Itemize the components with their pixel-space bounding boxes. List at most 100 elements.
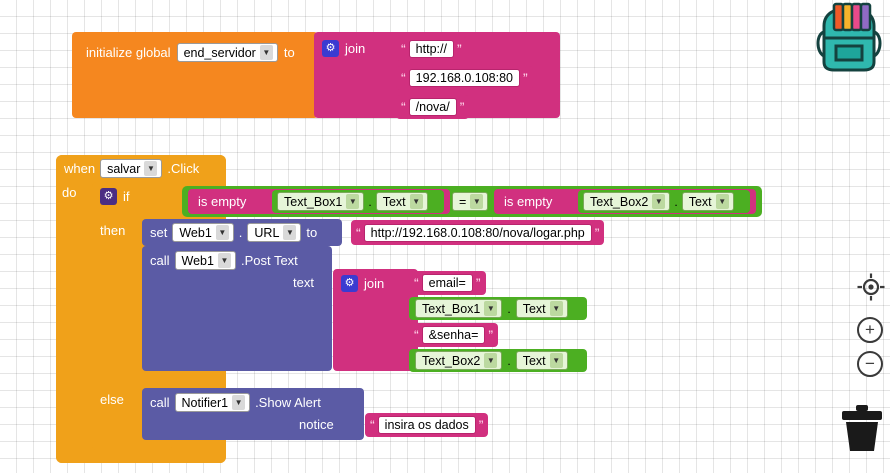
join-block-url[interactable]: ⚙ join “ http:// ” “ 192.168.0.108:80 ” … <box>314 32 560 119</box>
string-value[interactable]: email= <box>421 274 473 292</box>
component-label: Text_Box1 <box>284 194 343 209</box>
property-field[interactable]: Text ▼ <box>681 192 734 211</box>
string-value[interactable]: http:// <box>408 40 454 58</box>
call-component-field[interactable]: Web1 ▼ <box>174 251 236 270</box>
component-label: Text_Box2 <box>422 353 481 368</box>
global-name-field[interactable]: end_servidor ▼ <box>176 43 278 62</box>
chevron-down-icon[interactable]: ▼ <box>217 253 231 268</box>
gear-icon[interactable]: ⚙ <box>341 275 358 292</box>
call-component-field[interactable]: Notifier1 ▼ <box>174 393 251 412</box>
chevron-down-icon[interactable]: ▼ <box>549 353 563 368</box>
gear-icon[interactable]: ⚙ <box>100 188 117 205</box>
string-value[interactable]: /nova/ <box>408 98 457 116</box>
chevron-down-icon[interactable]: ▼ <box>484 353 498 368</box>
dot-separator: . <box>238 225 243 240</box>
string-block-protocol[interactable]: “ http:// ” <box>396 37 467 61</box>
trash-icon[interactable] <box>838 402 886 454</box>
to-keyword: to <box>283 45 295 60</box>
event-component-field[interactable]: salvar ▼ <box>100 159 163 178</box>
backpack-icon[interactable] <box>812 2 886 74</box>
quote-open-icon: “ <box>414 327 419 343</box>
call-show-alert-block[interactable]: call Notifier1 ▼ .Show Alert notice <box>142 388 364 440</box>
component-field[interactable]: Text_Box2 ▼ <box>583 192 671 211</box>
is-empty-block-left[interactable]: is empty Text_Box1 ▼ . Text ▼ <box>188 189 450 214</box>
call-method-label: .Post Text <box>240 253 298 268</box>
string-value[interactable]: http://192.168.0.108:80/nova/logar.php <box>363 223 592 242</box>
chevron-down-icon[interactable]: ▼ <box>549 301 563 316</box>
quote-open-icon: “ <box>356 224 361 241</box>
chevron-down-icon[interactable]: ▼ <box>259 45 273 60</box>
quote-open-icon: “ <box>401 70 406 86</box>
chevron-down-icon[interactable]: ▼ <box>283 225 297 240</box>
call-keyword: call <box>150 395 170 410</box>
when-event-header[interactable]: when salvar ▼ .Click <box>56 155 226 180</box>
component-field[interactable]: Text_Box1 ▼ <box>277 192 365 211</box>
gear-icon[interactable]: ⚙ <box>322 40 339 57</box>
string-value[interactable]: 192.168.0.108:80 <box>408 69 520 87</box>
chevron-down-icon[interactable]: ▼ <box>215 225 229 240</box>
call-post-text-block[interactable]: call Web1 ▼ .Post Text text <box>142 246 332 371</box>
property-field[interactable]: Text ▼ <box>515 299 568 318</box>
set-component-field[interactable]: Web1 ▼ <box>172 223 234 242</box>
getter-block-textbox1-post[interactable]: Text_Box1 ▼ . Text ▼ <box>409 297 587 320</box>
quote-close-icon: ” <box>456 41 462 57</box>
zoom-in-icon[interactable]: + <box>857 317 883 343</box>
center-target-icon[interactable] <box>857 273 885 301</box>
getter-block-textbox2-post[interactable]: Text_Box2 ▼ . Text ▼ <box>409 349 587 372</box>
string-block-alert-message[interactable]: “ insira os dados ” <box>365 413 489 437</box>
do-label: do <box>62 185 77 200</box>
getter-block-textbox2[interactable]: Text_Box2 ▼ . Text ▼ <box>578 190 750 213</box>
global-name-label: end_servidor <box>183 45 256 60</box>
quote-close-icon: ” <box>459 99 465 115</box>
component-field[interactable]: Text_Box1 ▼ <box>415 299 503 318</box>
set-property-label: URL <box>254 225 280 240</box>
comparison-operator-label: = <box>459 194 467 209</box>
set-keyword: set <box>150 225 168 240</box>
comparison-operator-field[interactable]: = ▼ <box>452 192 489 211</box>
arg-label-text: text <box>293 275 314 290</box>
join-block-postbody[interactable]: ⚙ join <box>333 269 418 371</box>
string-value[interactable]: &senha= <box>421 326 486 344</box>
chevron-down-icon[interactable]: ▼ <box>484 301 498 316</box>
property-label: Text <box>688 194 712 209</box>
chevron-down-icon[interactable]: ▼ <box>470 194 484 209</box>
component-field[interactable]: Text_Box2 ▼ <box>415 351 503 370</box>
string-block-host[interactable]: “ 192.168.0.108:80 ” <box>396 66 533 90</box>
string-block-path[interactable]: “ /nova/ ” <box>396 95 470 119</box>
string-block-email-param[interactable]: “ email= ” <box>409 271 486 295</box>
quote-open-icon: “ <box>414 275 419 291</box>
initialize-global-keyword: initialize global <box>86 45 171 60</box>
quote-close-icon: ” <box>594 224 600 241</box>
chevron-down-icon[interactable]: ▼ <box>232 395 246 410</box>
initialize-global-block[interactable]: initialize global end_servidor ▼ to <box>72 32 318 118</box>
is-empty-label: is empty <box>198 194 247 209</box>
chevron-down-icon[interactable]: ▼ <box>715 194 729 209</box>
property-field[interactable]: Text ▼ <box>515 351 568 370</box>
chevron-down-icon[interactable]: ▼ <box>409 194 423 209</box>
zoom-out-icon[interactable]: − <box>857 351 883 377</box>
chevron-down-icon[interactable]: ▼ <box>346 194 360 209</box>
string-block-url[interactable]: “ http://192.168.0.108:80/nova/logar.php… <box>351 220 605 245</box>
then-label: then <box>100 223 126 238</box>
set-component-label: Web1 <box>179 225 212 240</box>
set-property-field[interactable]: URL ▼ <box>247 223 302 242</box>
is-empty-block-right[interactable]: is empty Text_Box2 ▼ . Text ▼ <box>494 189 756 214</box>
set-property-block[interactable]: set Web1 ▼ . URL ▼ to <box>142 219 342 246</box>
event-component-label: salvar <box>107 161 141 176</box>
getter-block-textbox1[interactable]: Text_Box1 ▼ . Text ▼ <box>272 190 444 213</box>
quote-close-icon: ” <box>475 275 481 291</box>
chevron-down-icon[interactable]: ▼ <box>652 194 666 209</box>
if-row[interactable]: ⚙ if <box>92 182 187 212</box>
quote-close-icon: ” <box>488 327 494 343</box>
chevron-down-icon[interactable]: ▼ <box>144 161 158 176</box>
call-component-label: Web1 <box>181 253 214 268</box>
string-block-senha-param[interactable]: “ &senha= ” <box>409 323 499 347</box>
join-label: join <box>364 276 385 291</box>
property-field[interactable]: Text ▼ <box>375 192 428 211</box>
zoom-out-label: − <box>865 354 875 373</box>
string-value[interactable]: insira os dados <box>377 416 476 434</box>
quote-open-icon: “ <box>370 417 375 433</box>
to-keyword: to <box>306 225 318 240</box>
quote-open-icon: “ <box>401 41 406 57</box>
